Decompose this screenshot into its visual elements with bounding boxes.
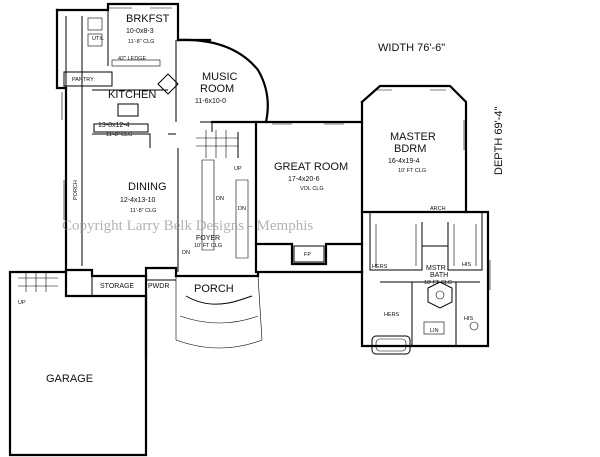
foyer-ceiling: 10' FT CLG (194, 243, 222, 249)
master-ceiling: 10' FT CLG (398, 168, 426, 174)
up-mark-garage: UP (18, 300, 26, 306)
music-dims: 11-6x10-0 (195, 98, 226, 105)
room-great: GREAT ROOM 17-4x20-6 VOL CLG (274, 161, 348, 192)
room-brkfst: BRKFST 10-0x8-3 11'-8" CLG 42" LEDGE (118, 13, 170, 62)
room-kitchen: KITCHEN 13-8x12-4 11'-8" CLG (98, 89, 156, 138)
music-name-2: ROOM (200, 83, 234, 95)
his-closet-label: HIS (462, 262, 472, 268)
foyer-name: FOYER (196, 235, 220, 242)
storage-label: STORAGE (100, 283, 134, 290)
brkfst-ceiling: 11'-8" CLG (128, 39, 154, 45)
fixtures (87, 17, 479, 355)
his-vanity-label: HIS (464, 316, 474, 322)
dn-mark-great: DN (238, 206, 246, 212)
hers-vanity-label: HERS (384, 312, 400, 318)
interior-walls (63, 10, 483, 346)
room-dining: DINING 12-4x13-10 11'-8" CLG (120, 181, 167, 214)
kitchen-dims: 13-8x12-4 (98, 122, 130, 129)
util-label: UTIL (92, 36, 104, 42)
dn-mark-foyer: DN (216, 196, 224, 202)
exterior-walls (8, 2, 490, 457)
room-master-bath: MSTR BATH 10' FT CLG (424, 265, 452, 286)
garage-label: GARAGE (46, 373, 93, 385)
dining-name: DINING (128, 181, 167, 193)
stairs (18, 130, 249, 292)
mstr-bath-ceiling: 10' FT CLG (424, 280, 452, 286)
ledge-label: 42" LEDGE (118, 56, 147, 62)
dn-mark-dining: DN (182, 250, 190, 256)
windows (61, 7, 491, 290)
pantry-label: PANTRY (72, 77, 94, 83)
room-foyer: FOYER 10' FT CLG (194, 235, 222, 249)
kitchen-ceiling: 11'-8" CLG (106, 132, 132, 138)
linen-label: LIN (430, 328, 439, 334)
master-name-2: BDRM (394, 143, 426, 155)
master-name: MASTER (390, 131, 436, 143)
fireplace-mark: FP (304, 252, 311, 258)
arch-label: ARCH (430, 206, 446, 212)
great-room-ceiling: VOL CLG (300, 186, 324, 192)
brkfst-name: BRKFST (126, 13, 170, 25)
dining-ceiling: 11'-8" CLG (130, 208, 156, 214)
porch-label: PORCH (194, 283, 234, 295)
mstr-bath-name-2: BATH (430, 272, 448, 279)
great-room-name: GREAT ROOM (274, 161, 348, 173)
mstr-bath-name: MSTR (426, 265, 446, 272)
pwdr-label: PWDR (148, 283, 169, 290)
up-mark-main: UP (234, 166, 242, 172)
depth-dimension: DEPTH 69'-4" (493, 107, 505, 175)
hers-closet-label: HERS (372, 264, 388, 270)
width-dimension: WIDTH 76'-6" (378, 42, 445, 54)
watermark: Copyright Larry Belk Designs - Memphis (62, 218, 313, 234)
front-steps (175, 275, 263, 349)
dining-dims: 12-4x13-10 (120, 197, 156, 204)
brkfst-dims: 10-0x8-3 (126, 28, 154, 35)
side-porch-label: PORCH (73, 180, 79, 200)
room-master: MASTER BDRM 16-4x19-4 10' FT CLG (388, 131, 436, 174)
great-room-dims: 17-4x20-6 (288, 176, 320, 183)
master-dims: 16-4x19-4 (388, 158, 420, 165)
kitchen-name: KITCHEN (108, 89, 156, 101)
room-music: MUSIC ROOM 11-6x10-0 (195, 71, 238, 105)
music-name: MUSIC (202, 71, 238, 83)
